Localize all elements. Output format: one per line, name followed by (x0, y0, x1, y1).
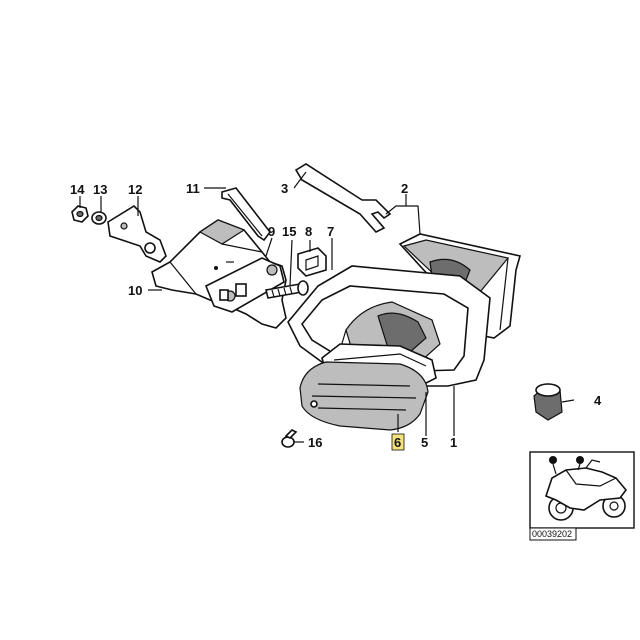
leader-lines (79, 171, 575, 443)
callout-6-highlight (391, 433, 405, 451)
part-16-screw (281, 429, 298, 448)
callout-1: 1 (450, 435, 457, 450)
callout-9: 9 (268, 224, 275, 239)
inset-reference-number: 00039202 (532, 529, 572, 539)
inset-thumbnail: 00039202 (529, 451, 635, 541)
part-13-washer (91, 211, 107, 225)
part-9-plate (204, 257, 285, 313)
callout-13: 13 (93, 182, 107, 197)
callout-10: 10 (128, 283, 142, 298)
part-8-spring-nut (297, 247, 327, 277)
callout-16: 16 (308, 435, 322, 450)
callout-12: 12 (128, 182, 142, 197)
part-12-side-bracket (107, 204, 167, 263)
part-3-tool (294, 163, 392, 233)
motorcycle-icon (545, 456, 628, 521)
part-14-nut (71, 205, 89, 223)
callout-14: 14 (70, 182, 85, 197)
callout-15: 15 (282, 224, 296, 239)
part-4-grommet (533, 383, 563, 421)
callout-11: 11 (186, 181, 200, 196)
callout-2: 2 (401, 181, 408, 196)
callout-labels: 14 13 12 11 3 2 9 15 8 7 10 4 16 6 5 1 (70, 181, 602, 451)
part-11-clip (221, 187, 272, 242)
callout-3: 3 (281, 181, 288, 196)
part-15-screw (265, 280, 309, 299)
callout-7: 7 (327, 224, 334, 239)
callout-4: 4 (594, 393, 602, 408)
part-6-lens (299, 361, 429, 431)
callout-5: 5 (421, 435, 428, 450)
callout-6: 6 (394, 435, 401, 450)
callout-8: 8 (305, 224, 312, 239)
